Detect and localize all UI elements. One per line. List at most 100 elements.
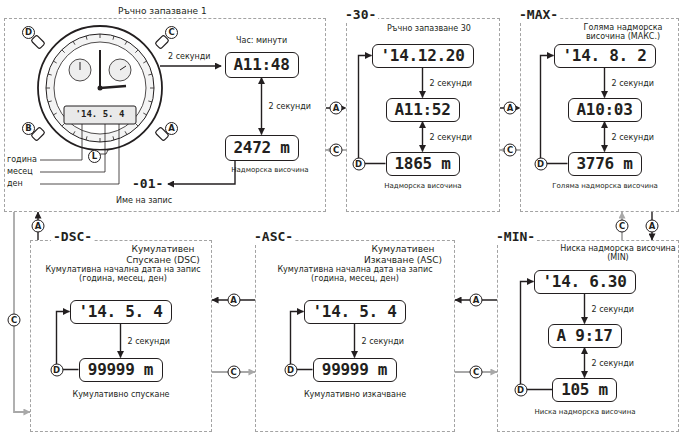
record-name: -MIN-: [494, 229, 537, 245]
forward-connector: [422, 68, 423, 98]
forward-connector: [422, 122, 423, 152]
forward-connector: [604, 122, 605, 152]
lcd-display: 99999 m: [79, 358, 163, 382]
record-name: -MAX-: [517, 7, 560, 23]
lcd-display: A11:52: [386, 98, 460, 122]
panel-heading: Ръчно запазване 30: [387, 24, 471, 33]
forward-connector: [359, 56, 386, 164]
lcd-display: A10:03: [568, 98, 642, 122]
interval-note: 2 секунди: [168, 52, 210, 61]
panel-heading: Ниска надморска височина (MIN): [560, 244, 676, 262]
field-caption: година: [7, 155, 37, 164]
lcd-value: 99999 m: [88, 360, 153, 379]
lcd-display: '14. 5. 4: [70, 300, 172, 324]
button-letter: D: [50, 363, 63, 376]
forward-connector: [604, 68, 605, 98]
lcd-value: 105 m: [561, 380, 608, 399]
reverse-connector: [14, 212, 30, 412]
lcd-value: 1865 m: [395, 154, 451, 173]
button-letter: A: [32, 220, 45, 233]
button-letter: D: [284, 363, 297, 376]
forward-connector: [584, 348, 585, 378]
panel-heading: Ръчно запазване 1: [116, 6, 209, 17]
field-caption: Ниска надморска височина: [534, 408, 635, 416]
lcd-value: A 9:17: [557, 326, 613, 345]
mode-panel: A11:482472 mРъчно запазване 1: [4, 18, 326, 212]
interval-note: 2 секунди: [361, 336, 405, 345]
button-letter: A: [330, 102, 343, 115]
button-letter: C: [616, 220, 629, 233]
interval-note: 2 секунди: [268, 102, 312, 111]
field-caption: Кумулативно изкачване: [304, 390, 406, 399]
lcd-display: 3776 m: [568, 152, 642, 176]
button-letter: C: [227, 366, 240, 379]
button-letter: D: [22, 26, 35, 39]
record-name: -30-: [343, 7, 378, 23]
lcd-display: '14. 5. 4: [304, 300, 406, 324]
panel-heading: Кумулативен Изкачване (ASC): [354, 244, 452, 265]
field-caption: Име на запис: [116, 196, 172, 205]
lcd-value: A10:03: [577, 100, 633, 119]
lcd-value: 2472 m: [234, 138, 290, 157]
button-letter: A: [227, 294, 240, 307]
lcd-value: A11:52: [395, 100, 451, 119]
interval-note: 2 секунди: [591, 358, 635, 367]
record-name: -01-: [132, 176, 163, 192]
forward-connector: [120, 324, 121, 358]
button-letter: B: [22, 122, 35, 135]
field-caption: Кумулативна начална дата на запис (годин…: [38, 265, 208, 283]
field-caption: Надморска височина: [231, 166, 308, 174]
button-letter: C: [165, 26, 178, 39]
watch-display-value: '14. 5. 4: [76, 109, 125, 119]
field-caption: ден: [7, 179, 23, 188]
lcd-display: 99999 m: [313, 358, 397, 382]
forward-connector: [584, 294, 585, 324]
lcd-display: 105 m: [552, 378, 617, 402]
lcd-value: '14. 5. 4: [79, 302, 163, 321]
interval-note: 2 секунди: [429, 132, 473, 141]
interval-note: 2 секунди: [611, 132, 655, 141]
interval-note: 2 секунди: [127, 336, 171, 345]
field-caption: Час: минути: [236, 36, 287, 45]
forward-connector: [261, 78, 262, 135]
lcd-value: '14. 6.30: [543, 272, 627, 291]
forward-connector: [354, 324, 355, 358]
field-caption: месец: [7, 167, 33, 176]
interval-note: 2 секунди: [429, 78, 473, 87]
lcd-value: '14. 5. 4: [313, 302, 397, 321]
lcd-value: 99999 m: [322, 360, 387, 379]
watch: [31, 26, 169, 154]
button-letter: D: [534, 157, 547, 170]
button-letter: A: [165, 122, 178, 135]
lcd-value: 3776 m: [577, 154, 633, 173]
record-name: -ASC-: [252, 229, 295, 245]
lcd-value: '14.12.20: [381, 46, 465, 65]
button-letter: A: [470, 294, 483, 307]
interval-note: 2 секунди: [611, 78, 655, 87]
button-letter: C: [504, 144, 517, 157]
lcd-display: '14. 8. 2: [554, 44, 656, 68]
button-letter: L: [88, 150, 101, 163]
button-letter: D: [514, 383, 527, 396]
flow-arrow: [160, 66, 235, 184]
lcd-value: A11:48: [234, 55, 290, 74]
button-letter: A: [646, 220, 659, 233]
field-caption: Надморска височина: [384, 182, 461, 190]
panel-heading: Кумулативен Спускане (DSC): [117, 244, 209, 265]
lcd-display: A11:48: [225, 52, 299, 78]
button-letter: C: [470, 366, 483, 379]
lcd-display: 2472 m: [225, 135, 299, 161]
button-letter: C: [330, 144, 343, 157]
record-name: -DSC-: [51, 229, 94, 245]
lcd-display: '14.12.20: [372, 44, 474, 68]
field-caption: Кумулативна начална дата на запис (годин…: [270, 265, 440, 283]
field-caption: Голяма надморска височина: [552, 182, 658, 190]
mode-panel: '14. 6.30A 9:17105 m-MIN-Ниска надморска…: [497, 240, 679, 432]
lcd-display: 1865 m: [386, 152, 460, 176]
lcd-display: A 9:17: [548, 324, 622, 348]
forward-connector: [541, 56, 568, 164]
button-letter: A: [504, 102, 517, 115]
panel-heading: Голяма надморска височина (МАКС.): [571, 23, 675, 41]
leader-line: [40, 124, 119, 184]
lcd-display: '14. 6.30: [534, 270, 636, 294]
